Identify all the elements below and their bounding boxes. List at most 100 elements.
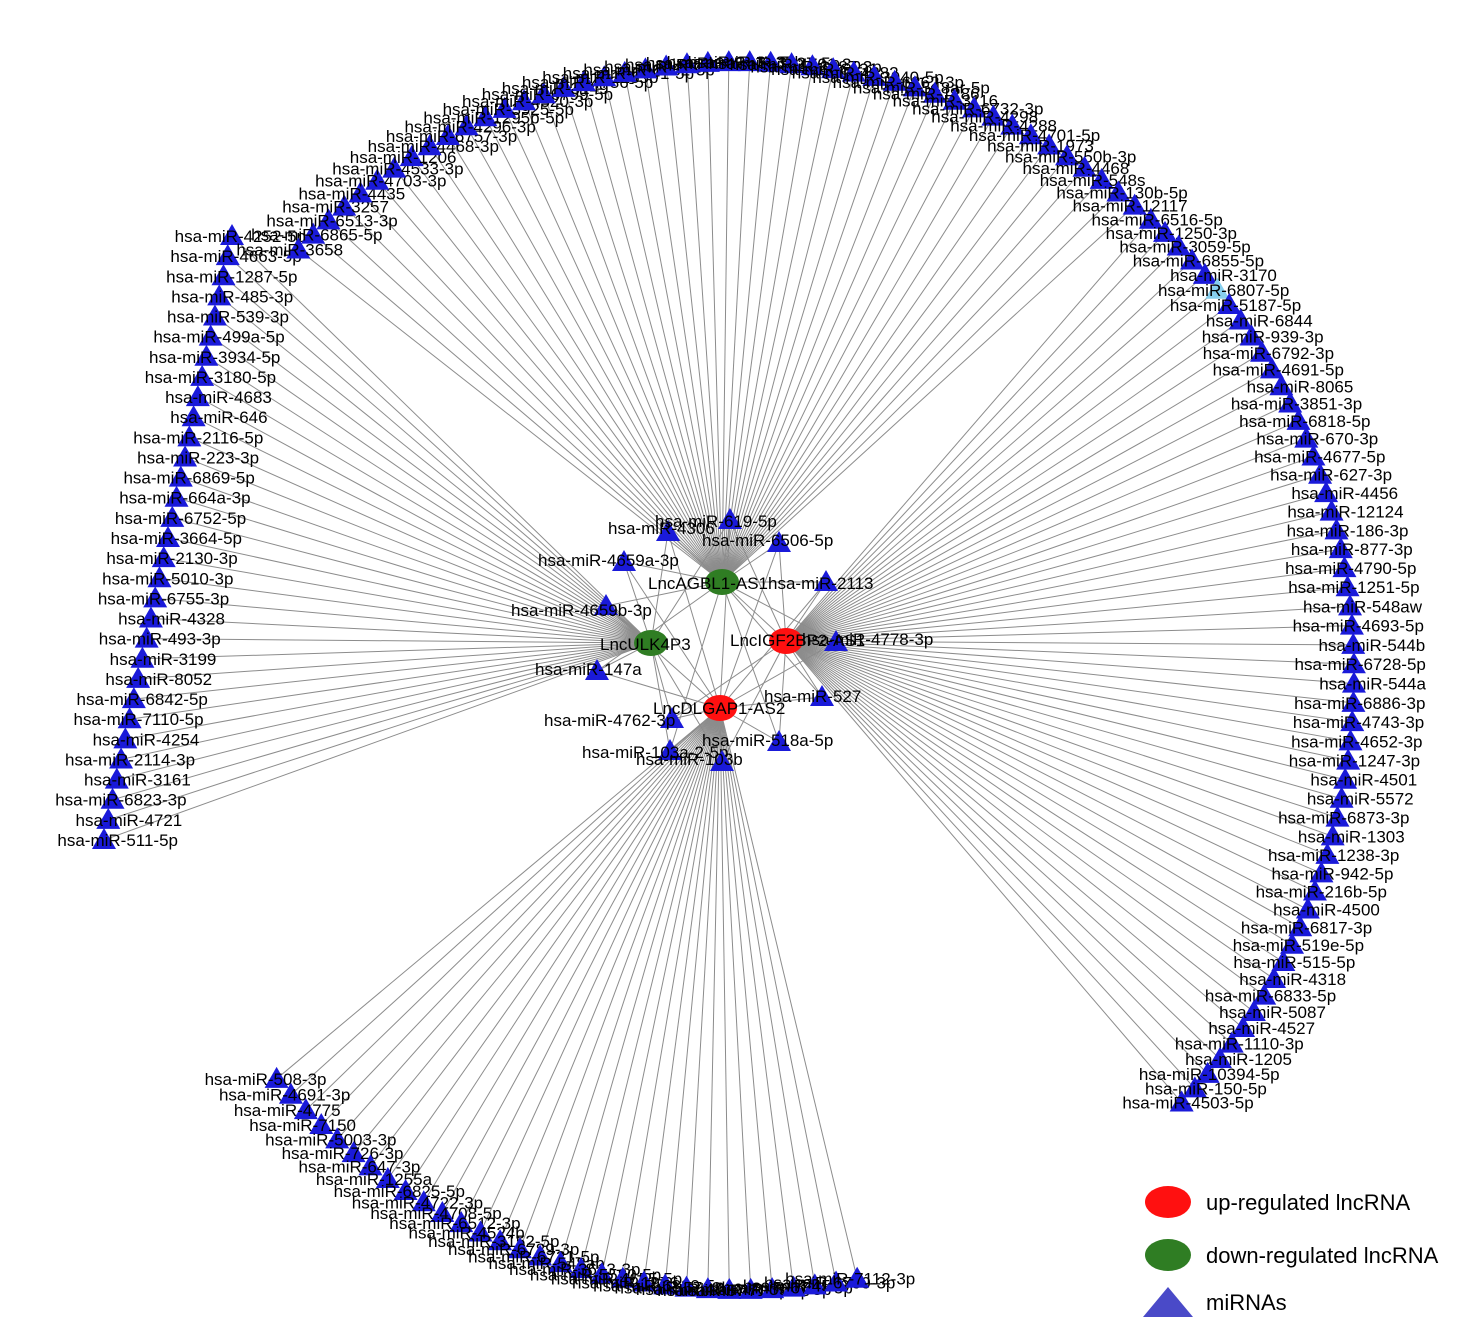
- shared-mirna-label-hsa-mir-4659a-3p: hsa-miR-4659a-3p: [538, 551, 679, 570]
- mirna-node-hsa-mir-6794-5p: [781, 1275, 806, 1297]
- mirna-node-hsa-mir-3257: [332, 194, 357, 216]
- edge-hsa-mir-6721-5p: [539, 707, 721, 1257]
- shared-mirna-label-hsa-mir-2113: hsa-miR-2113: [768, 574, 874, 593]
- mirna-label-hsa-mir-939-3p: hsa-miR-939-3p: [1202, 327, 1324, 346]
- mirna-label-hsa-mir-6842-5p: hsa-miR-6842-5p: [77, 690, 208, 709]
- mirna-node-hsa-mir-6799-3p: [824, 1270, 849, 1292]
- edge-hsa-mir-4659a-3p-dlgap1: [623, 561, 721, 709]
- shared-mirna-label-hsa-mir-103a-2-5p: hsa-miR-103a-2-5p: [582, 743, 728, 762]
- lncrna-node-lncdlgap1-as2: [703, 695, 737, 721]
- mirna-node-hsa-mir-4298: [981, 104, 1006, 126]
- mirna-node-hsa-mir-1973: [1037, 133, 1062, 155]
- edge-hsa-mir-4677-5p: [785, 456, 1314, 642]
- mirna-node-hsa-mir-4691-3p: [278, 1082, 303, 1104]
- mirna-node-hsa-mir-6858-5p: [695, 50, 720, 72]
- shared-mirna-node-hsa-mir-4659a-3p: [612, 550, 636, 571]
- edge-hsa-mir-3613-3p: [580, 707, 721, 1270]
- edge-hsa-mir-515-5p: [785, 640, 1284, 963]
- mirna-node-hsa-mir-6732-3p: [962, 96, 987, 118]
- edge-hsa-mir-939-3p: [785, 336, 1252, 642]
- edge-hsa-mir-8065: [785, 385, 1282, 642]
- mirna-label-hsa-mir-6512-3p: hsa-miR-6512-3p: [389, 1214, 520, 1233]
- mirna-label-hsa-mir-6844: hsa-miR-6844: [1206, 312, 1313, 331]
- mirna-label-hsa-mir-508-3p: hsa-miR-508-3p: [205, 1070, 327, 1089]
- edge-hsa-mir-1255a: [387, 707, 721, 1180]
- mirna-node-hsa-mir-1303: [1320, 824, 1345, 846]
- edge-hsa-mir-3658: [298, 249, 723, 583]
- mirna-node-hsa-mir-4729: [654, 54, 679, 76]
- mirna-label-hsa-mir-1976: hsa-miR-1976: [572, 1273, 679, 1292]
- mirna-node-hsa-mir-6886-3p: [1341, 690, 1366, 712]
- mirna-node-hsa-mir-4468: [1072, 155, 1097, 177]
- lncrna-label-lncigf2bp2-as1: LncIGF2BP2-AS1: [730, 631, 865, 650]
- mirna-node-hsa-mir-1238-3p: [1315, 842, 1340, 864]
- edge-hsa-mir-2116-5p: [189, 436, 652, 644]
- edge-hsa-mir-527-dlgap1: [719, 696, 823, 709]
- edge-hsa-mir-4775: [305, 707, 721, 1111]
- edge-hsa-mir-3152-5p: [499, 707, 721, 1242]
- mirna-label-hsa-mir-4701-5p: hsa-miR-4701-5p: [969, 126, 1100, 145]
- mirna-label-hsa-mir-6855-5p: hsa-miR-6855-5p: [1133, 251, 1264, 270]
- mirna-node-hsa-mir-7110-5p: [117, 707, 142, 729]
- mirna-node-hsa-mir-6839-5p: [653, 1273, 678, 1295]
- edge-hsa-mir-6728-5p: [785, 640, 1354, 665]
- edge-hsa-mir-4708-5p: [441, 707, 721, 1214]
- mirna-label-hsa-mir-3180-5p: hsa-miR-3180-5p: [145, 368, 276, 387]
- edge-hsa-mir-6823-3p: [112, 642, 652, 801]
- mirna-label-hsa-mir-539-3p: hsa-miR-539-3p: [167, 308, 289, 327]
- edge-hsa-mir-1255b: [603, 77, 723, 583]
- legend-up-marker: [1145, 1186, 1191, 1218]
- mirna-node-hsa-mir-2116-5p: [177, 425, 202, 447]
- shared-mirna-node-hsa-mir-6506-5p: [767, 531, 791, 552]
- edge-hsa-mir-4446-3p: [707, 707, 721, 1290]
- edge-hsa-mir-4743-3p: [785, 640, 1353, 723]
- mirna-label-hsa-mir-8065: hsa-miR-8065: [1247, 377, 1354, 396]
- mirna-node-hsa-mir-6817-3p: [1288, 915, 1313, 937]
- mirna-node-hsa-mir-3925-5p: [492, 96, 517, 118]
- edge-hsa-mir-4328: [150, 618, 652, 644]
- mirna-node-hsa-mir-4282: [841, 60, 866, 82]
- shared-mirna-label-hsa-mir-518a-5p: hsa-miR-518a-5p: [702, 731, 833, 750]
- mirna-node-hsa-mir-6516-5p: [1138, 207, 1163, 229]
- edge-hsa-mir-942-5p: [785, 640, 1322, 874]
- mirna-node-hsa-mir-6865-5p: [301, 222, 326, 244]
- mirna-label-hsa-mir-4790-5p: hsa-miR-4790-5p: [1285, 559, 1416, 578]
- mirna-label-hsa-mir-4510: hsa-miR-4510: [743, 1276, 850, 1295]
- mirna-label-hsa-mir-5187-5p: hsa-miR-5187-5p: [1170, 296, 1301, 315]
- mirna-label-hsa-mir-1287-5p: hsa-miR-1287-5p: [166, 267, 297, 286]
- edge-hsa-mir-4456: [785, 492, 1327, 642]
- mirna-label-hsa-mir-6516-5p: hsa-miR-6516-5p: [1092, 211, 1223, 230]
- edge-hsa-mir-3617-5p: [721, 62, 730, 583]
- shared-mirna-node-hsa-mir-4762-3p: [660, 707, 684, 728]
- edges-layer: [103, 62, 1354, 1290]
- edge-hsa-mir-485-3p: [218, 296, 652, 644]
- edge-hsa-mir-6886-3p: [785, 640, 1354, 704]
- mirna-label-hsa-mir-6513-3p: hsa-miR-6513-3p: [266, 211, 397, 230]
- edge-hsa-mir-10394-5p: [785, 640, 1208, 1075]
- mirna-label-hsa-mir-726-3p: hsa-miR-726-3p: [282, 1144, 404, 1163]
- edge-hsa-mir-4659a-3p-ulk4p3: [623, 561, 652, 644]
- edge-hsa-mir-4520-3p: [523, 101, 723, 583]
- edge-hsa-mir-4663-5p: [227, 255, 652, 644]
- edge-hsa-mir-4435: [360, 193, 723, 583]
- edge-hsa-mir-4468-3p: [429, 145, 723, 583]
- mirna-label-hsa-mir-493-3p: hsa-miR-493-3p: [99, 630, 221, 649]
- mirna-node-hsa-mir-1255a: [375, 1166, 400, 1188]
- mirna-node-hsa-mir-4328: [138, 606, 163, 628]
- mirna-node-hsa-mir-6131: [821, 57, 846, 79]
- mirna-label-hsa-mir-6817-3p: hsa-miR-6817-3p: [1241, 918, 1372, 937]
- mirna-label-hsa-mir-1247-3p: hsa-miR-1247-3p: [1289, 752, 1420, 771]
- mirna-node-hsa-mir-223-3p: [173, 445, 198, 467]
- edge-hsa-mir-6512-3p: [460, 707, 721, 1224]
- mirna-node-hsa-mir-3170: [1192, 262, 1217, 284]
- mirna-node-hsa-mir-515-5p: [1271, 950, 1296, 972]
- mirna-node-hsa-mir-4500: [1295, 897, 1320, 919]
- edge-hsa-mir-4701-3p: [721, 64, 793, 583]
- shared-mirna-node-hsa-mir-4659b-3p: [594, 594, 618, 615]
- edge-hsa-mir-6741-5p: [624, 72, 723, 583]
- edge-hsa-mir-5187-5p: [785, 304, 1230, 642]
- edge-hsa-mir-4729: [665, 66, 723, 583]
- edge-hsa-mir-3135b: [721, 62, 751, 583]
- mirna-node-hsa-mir-6887-3p: [800, 54, 825, 76]
- shared-mirna-node-hsa-mir-103a-2-5p: [658, 739, 682, 760]
